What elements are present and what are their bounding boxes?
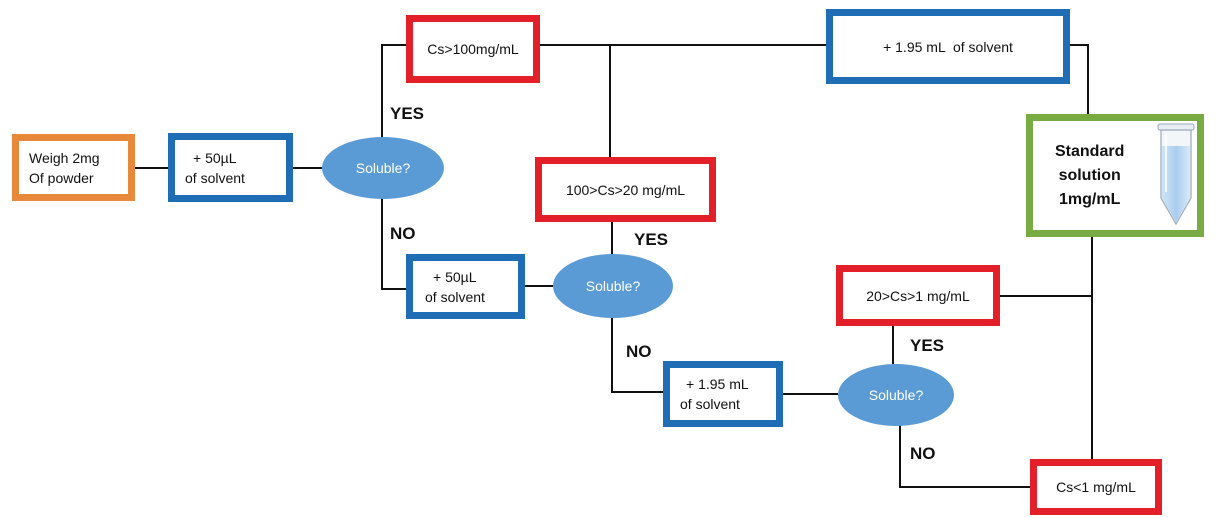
result-cs-under-1-box: Cs<1 mg/mL	[1030, 459, 1162, 515]
step1-line2: of solvent	[185, 169, 245, 186]
standard-line2: solution	[1058, 166, 1121, 184]
result-cs-20-1-text: 20>Cs>1 mg/mL	[866, 287, 970, 304]
step3-line2: of solvent	[680, 396, 740, 412]
result-cs-100-20-text: 100>Cs>20 mg/mL	[565, 181, 686, 198]
no-label-1: NO	[390, 224, 416, 243]
result-cs-over-100-box: Cs>100mg/mL	[406, 15, 540, 83]
no-label-2: NO	[626, 342, 652, 361]
soluble-decision-2: Soluble?	[553, 254, 673, 318]
weigh-line1: Weigh 2mg	[29, 149, 100, 166]
result-cs-under-1-text: Cs<1 mg/mL	[1056, 479, 1136, 495]
standard-line3: 1mg/mL	[1059, 190, 1121, 208]
yes-label-1: YES	[390, 104, 425, 123]
add-50ul-solvent-box-2: + 50µL of solvent	[406, 254, 525, 319]
add-195ml-solvent-box-top: + 1.95 mL of solvent	[826, 9, 1070, 84]
step1-line1: + 50µL	[193, 149, 237, 166]
no-label-3: NO	[910, 444, 936, 463]
weigh-powder-box: Weigh 2mg Of powder	[12, 134, 135, 201]
add-195ml-top-text: + 1.95 mL of solvent	[883, 38, 1013, 55]
weigh-line2: Of powder	[29, 169, 94, 186]
add-50ul-solvent-box-1: + 50µL of solvent	[168, 133, 293, 202]
step2-line1: + 50µL	[433, 268, 477, 285]
soluble-decision-3: Soluble?	[838, 364, 954, 426]
result-cs-100-20-box: 100>Cs>20 mg/mL	[535, 157, 716, 222]
step2-line2: of solvent	[425, 288, 485, 305]
soluble-decision-1: Soluble?	[322, 137, 444, 199]
result-cs-20-1-box: 20>Cs>1 mg/mL	[836, 265, 1000, 326]
add-195ml-solvent-box-bottom: + 1.95 mL of solvent	[663, 361, 783, 427]
result-cs-over-100-text: Cs>100mg/mL	[427, 41, 519, 57]
standard-line1: Standard	[1055, 142, 1125, 160]
yes-label-2: YES	[634, 230, 669, 249]
test-tube-icon	[1157, 123, 1195, 226]
yes-label-3: YES	[910, 336, 945, 355]
step3-line1: + 1.95 mL	[686, 376, 749, 392]
